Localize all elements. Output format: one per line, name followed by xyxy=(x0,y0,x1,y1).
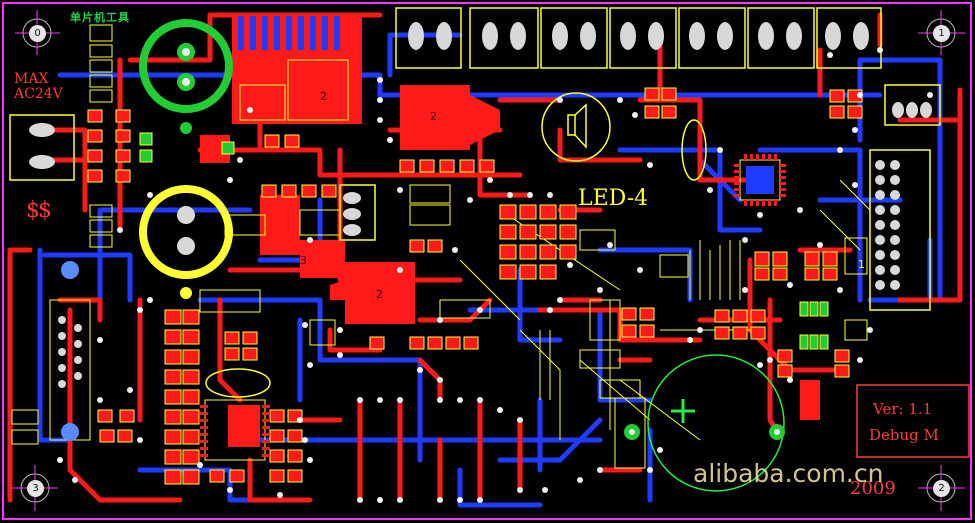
component-outlines xyxy=(11,24,868,469)
smd-pads xyxy=(87,87,863,485)
corner-mark: 3 xyxy=(27,480,44,497)
mode-label: Debug M xyxy=(869,426,939,444)
led-label: LED-4 xyxy=(578,186,649,211)
db9-connector xyxy=(49,261,91,441)
corner-mark: 0 xyxy=(29,25,46,42)
connector-pads xyxy=(29,22,932,398)
year-label: 2009 xyxy=(850,478,896,499)
component-ref: 2 xyxy=(320,90,327,103)
buzzer-outline xyxy=(541,92,611,162)
watermark: alibaba.com.cn xyxy=(693,459,884,488)
corner-mark: 1 xyxy=(933,25,950,42)
board-title: 单片机工具 xyxy=(70,11,130,24)
currency-mark: $$ xyxy=(26,198,52,223)
soic-ic-lower xyxy=(200,399,270,461)
max-rating-line1: MAX xyxy=(14,71,49,87)
battery-holder xyxy=(624,354,785,492)
green-mark-circle xyxy=(139,19,233,134)
yellow-mark-circle xyxy=(139,185,233,299)
max-rating-line2: AC24V xyxy=(14,86,63,102)
corner-mark: 2 xyxy=(933,480,950,497)
qfp-ic-upper xyxy=(734,154,786,206)
component-ref: 3 xyxy=(300,254,307,267)
green-pads xyxy=(139,132,829,350)
component-ref: 2 xyxy=(376,288,383,301)
component-ref: 2 xyxy=(430,110,437,123)
pin-header-right xyxy=(875,160,900,290)
vias xyxy=(57,47,933,503)
max-rating-label: MAX AC24V xyxy=(14,72,63,102)
ic-stripes xyxy=(238,16,340,50)
top-connectors xyxy=(9,7,941,311)
version-label: Ver: 1.1 xyxy=(873,400,933,418)
component-ref: 1 xyxy=(858,258,865,271)
crosshairs xyxy=(12,10,965,511)
version-box xyxy=(856,384,970,458)
